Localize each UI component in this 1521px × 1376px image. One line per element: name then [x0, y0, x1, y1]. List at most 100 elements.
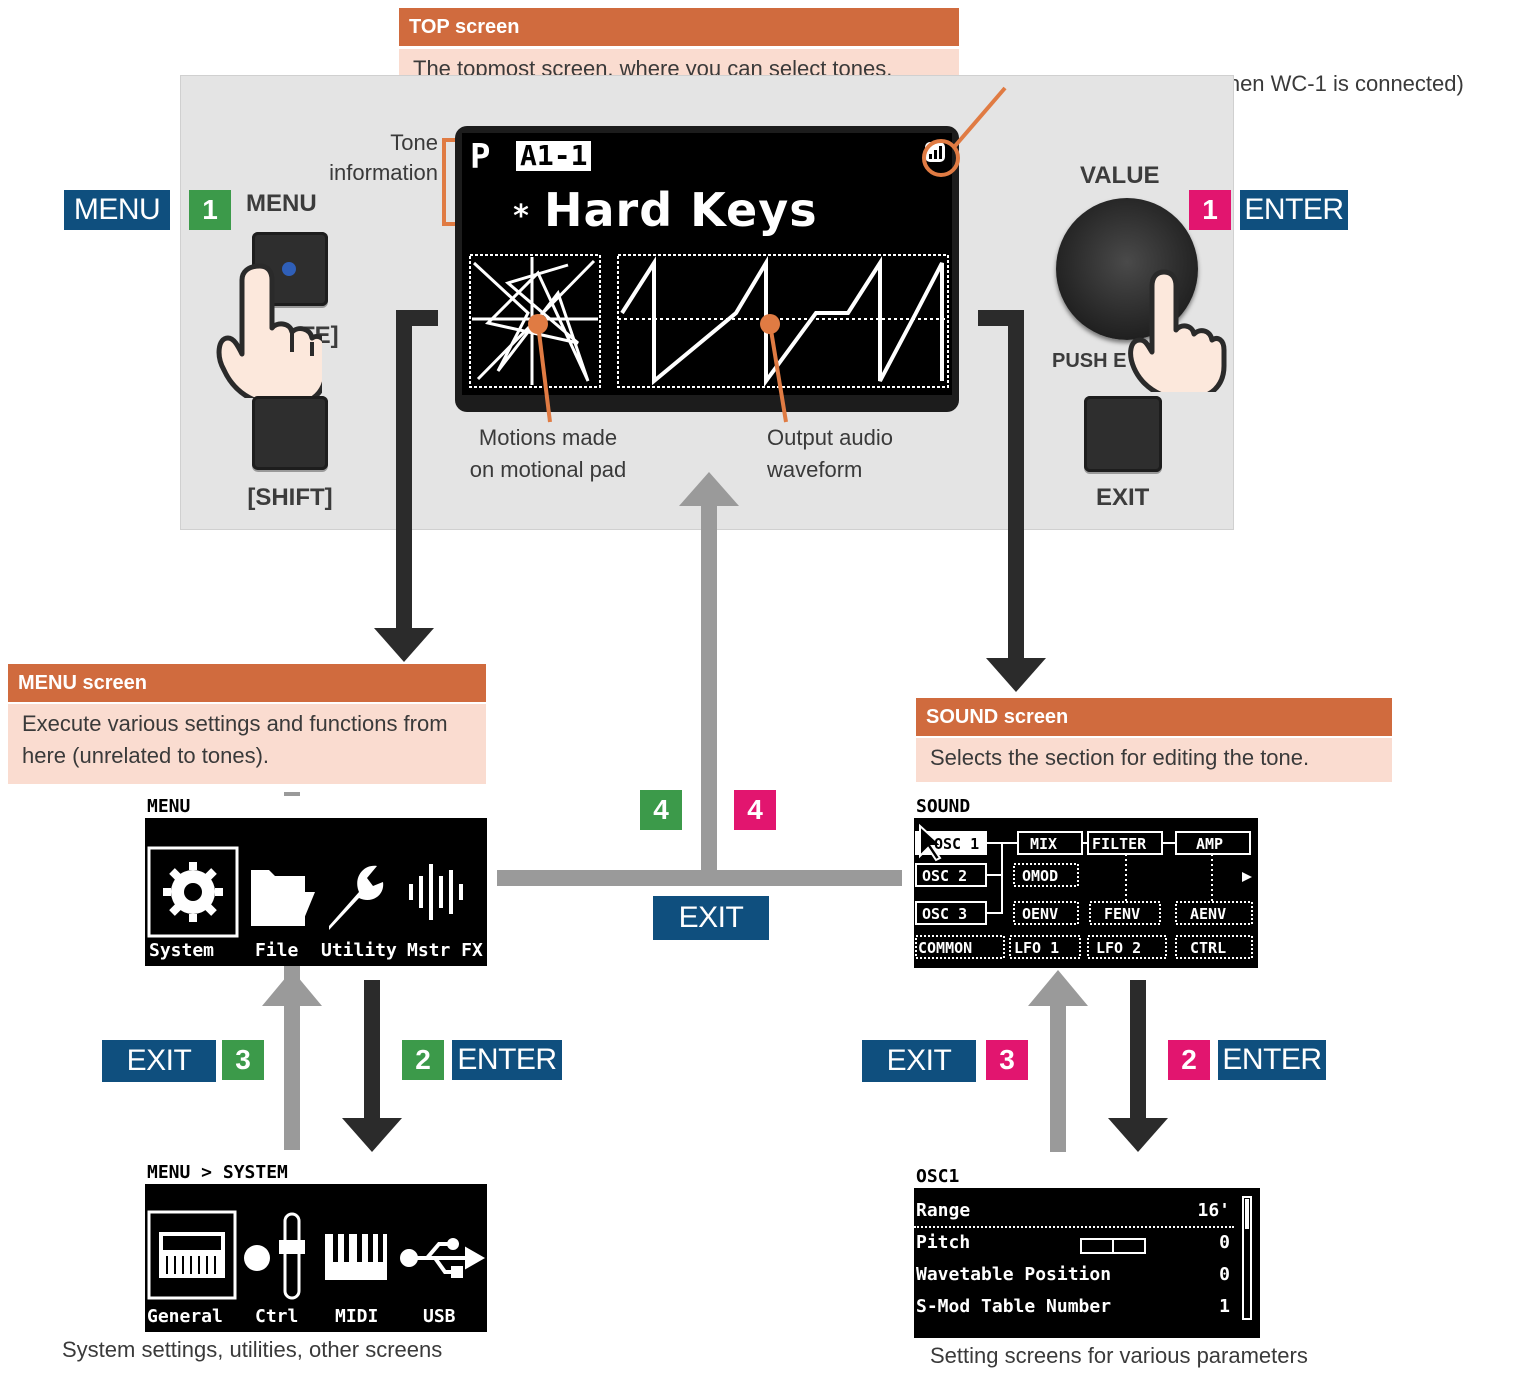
wrench-icon	[329, 865, 384, 930]
step-2-left: 2	[402, 1040, 444, 1080]
osc-row-label: Wavetable Position	[916, 1264, 1112, 1285]
step-3-left: 3	[222, 1040, 264, 1080]
osc-row-smod[interactable]: S-Mod Table Number 1	[914, 1294, 1234, 1324]
shift-button-label: [SHIFT]	[247, 484, 333, 511]
block-osc3[interactable]: OSC 3	[922, 905, 967, 923]
block-osc2[interactable]: OSC 2	[922, 867, 967, 885]
menu-item-file[interactable]: File	[255, 940, 299, 961]
midi-keys-icon	[325, 1234, 387, 1280]
tone-mode: P	[470, 137, 491, 177]
usb-icon	[400, 1238, 486, 1278]
block-ctrl[interactable]: CTRL	[1190, 939, 1226, 957]
sound-lcd-title: SOUND	[914, 796, 1258, 818]
menu-screen-description: Execute various settings and functions f…	[8, 704, 486, 784]
block-fenv[interactable]: FENV	[1104, 905, 1140, 923]
cursor-icon	[919, 823, 945, 862]
block-mix[interactable]: MIX	[1030, 835, 1057, 853]
step-1-menu: 1	[189, 190, 231, 230]
sound-lcd: SOUND OSC 1 OSC 2 OSC 3 MIX	[914, 796, 1258, 968]
osc-row-pitch[interactable]: Pitch 0	[914, 1230, 1234, 1260]
controller-icon	[244, 1212, 305, 1300]
menu-item-mstr-fx[interactable]: Mstr FX	[407, 940, 483, 961]
tone-number: A1-1	[516, 141, 592, 171]
system-lcd: MENU > SYSTEM General Ctrl MIDI USB	[145, 1162, 487, 1332]
menu-lcd-icons	[147, 846, 463, 938]
osc-row-label: S-Mod Table Number	[916, 1296, 1112, 1317]
tone-name: Hard Keys	[544, 183, 818, 237]
osc-row-value: 16'	[1197, 1200, 1230, 1221]
osc-row-wavetable[interactable]: Wavetable Position 0	[914, 1262, 1234, 1292]
block-osc1[interactable]: OSC 1	[934, 835, 979, 853]
osc-row-value: 0	[1219, 1264, 1230, 1285]
system-item-midi[interactable]: MIDI	[335, 1306, 379, 1327]
step-2-right: 2	[1168, 1040, 1210, 1080]
osc-row-value: 0	[1219, 1232, 1230, 1253]
block-lfo2[interactable]: LFO 2	[1096, 939, 1141, 957]
waveform-caption: Output audio waveform	[767, 425, 893, 482]
pitch-bar	[1080, 1238, 1146, 1254]
enter-tag-top: ENTER	[1240, 190, 1348, 230]
step-1-enter: 1	[1189, 190, 1231, 230]
block-oenv[interactable]: OENV	[1022, 905, 1058, 923]
system-item-ctrl[interactable]: Ctrl	[255, 1306, 299, 1327]
step-4-green: 4	[640, 790, 682, 830]
osc1-lcd-title: OSC1	[914, 1166, 1260, 1188]
waveform-display	[617, 254, 949, 388]
exit-button[interactable]	[1084, 396, 1162, 472]
annotation-pointers	[528, 314, 788, 423]
exit-tag-center: EXIT	[653, 896, 769, 940]
menu-item-utility[interactable]: Utility	[321, 940, 397, 961]
menu-led	[282, 262, 296, 276]
osc-caption: Setting screens for various parameters	[930, 1343, 1308, 1368]
menu-tag: MENU	[64, 190, 170, 230]
sound-lcd-blocks: OSC 1 OSC 2 OSC 3 MIX FILTER AMP OMOD OE…	[915, 823, 1253, 959]
enter-tag-left: ENTER	[452, 1040, 562, 1080]
exit-tag-left: EXIT	[102, 1040, 216, 1082]
menu-lcd-title: MENU	[145, 796, 487, 818]
scroll-right-icon	[1242, 872, 1252, 882]
menu-button-label: MENU	[246, 190, 317, 217]
block-omod[interactable]: OMOD	[1022, 867, 1058, 885]
sound-screen-description: Selects the section for editing the tone…	[916, 738, 1392, 782]
menu-lcd: MENU System File Utility Mstr FX	[145, 796, 487, 966]
wifi-highlight	[922, 86, 1007, 177]
menu-screen-heading: MENU screen	[8, 664, 486, 702]
osc-row-range[interactable]: Range 16'	[914, 1196, 1234, 1228]
menu-item-system[interactable]: System	[149, 940, 215, 961]
folder-icon	[251, 870, 315, 926]
block-amp[interactable]: AMP	[1196, 835, 1223, 853]
hand-turning-icon	[1128, 269, 1227, 392]
keyboard-icon	[159, 1232, 225, 1278]
push-enter-label: PUSH E	[1052, 350, 1127, 372]
motions-caption: Motions made on motional pad	[469, 425, 627, 482]
system-lcd-icons	[147, 1210, 486, 1300]
osc-scrollbar[interactable]	[1242, 1196, 1252, 1320]
block-aenv[interactable]: AENV	[1190, 905, 1226, 923]
system-item-general[interactable]: General	[147, 1306, 223, 1327]
osc-row-label: Range	[916, 1200, 971, 1221]
osc-row-label: Pitch	[916, 1232, 971, 1253]
system-lcd-title: MENU > SYSTEM	[145, 1162, 487, 1184]
sound-screen-heading: SOUND screen	[916, 698, 1392, 736]
step-3-right: 3	[986, 1040, 1028, 1080]
tone-prefix: *	[512, 199, 531, 234]
system-caption: System settings, utilities, other screen…	[62, 1337, 443, 1362]
block-common[interactable]: COMMON	[918, 939, 972, 957]
audio-waves-icon	[409, 864, 463, 920]
osc1-lcd: OSC1 Range 16' Pitch 0 Wavetable Positio…	[914, 1166, 1260, 1338]
exit-tag-right: EXIT	[862, 1040, 976, 1082]
value-knob-label: VALUE	[1080, 162, 1160, 189]
shift-button[interactable]	[252, 396, 328, 470]
tone-info-bracket	[442, 138, 460, 226]
top-screen-heading: TOP screen	[399, 8, 959, 46]
step-4-pink: 4	[734, 790, 776, 830]
top-lcd: P A1-1 * Hard Keys	[462, 133, 952, 395]
enter-tag-right: ENTER	[1218, 1040, 1326, 1080]
tone-info-label: Tone information	[329, 130, 438, 185]
system-item-usb[interactable]: USB	[423, 1306, 456, 1327]
block-lfo1[interactable]: LFO 1	[1014, 939, 1059, 957]
osc-row-value: 1	[1219, 1296, 1230, 1317]
gear-icon	[163, 862, 223, 922]
block-filter[interactable]: FILTER	[1092, 835, 1147, 853]
exit-button-label: EXIT	[1096, 484, 1150, 511]
